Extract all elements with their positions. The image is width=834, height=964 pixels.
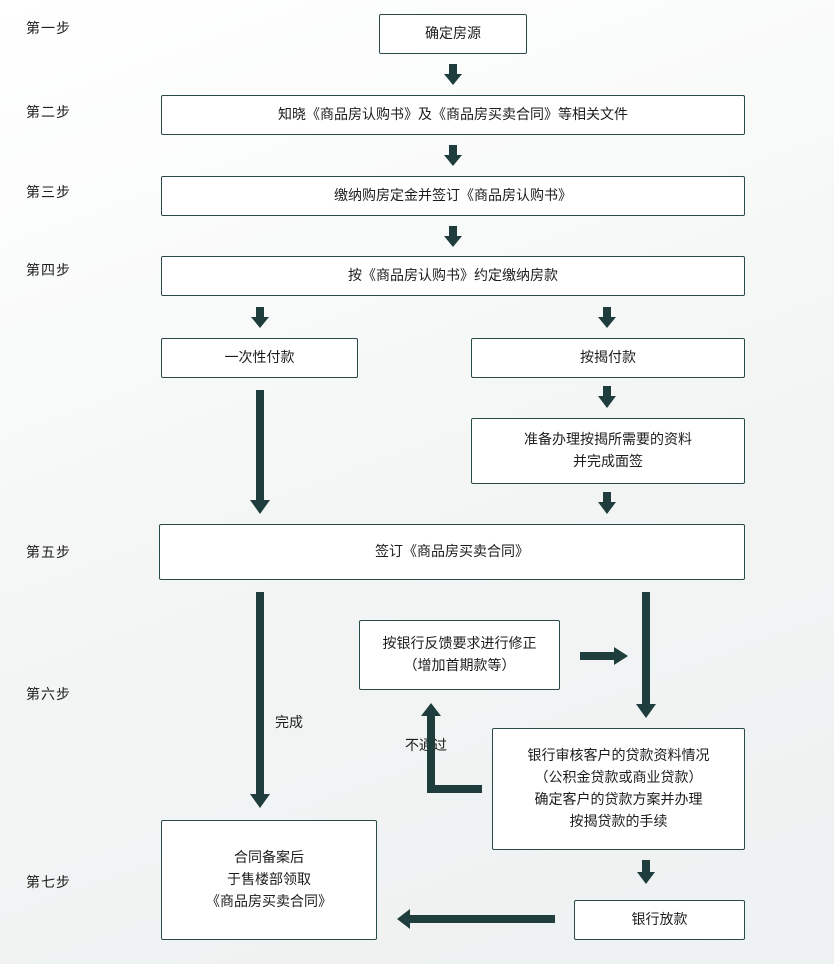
node-confirm-source-text: 确定房源 xyxy=(425,26,481,42)
node-pay-deposit: 缴纳购房定金并签订《商品房认购书》 xyxy=(161,176,745,216)
node-bank-feedback-text: 按银行反馈要求进行修正 （增加首期款等） xyxy=(382,636,537,674)
arrow-step4-to-mortgage xyxy=(598,307,616,328)
arrow-sign-to-review xyxy=(636,592,656,718)
node-sign-contract-text: 签订《商品房买卖合同》 xyxy=(375,544,529,560)
node-bank-loan: 银行放款 xyxy=(574,900,745,940)
step-label-3: 第三步 xyxy=(26,185,71,201)
arrow-prepare-to-sign xyxy=(598,492,616,514)
step-label-7: 第七步 xyxy=(26,875,71,891)
arrow-loan-to-filing xyxy=(397,909,555,929)
node-bank-review: 银行审核客户的贷款资料情况 （公积金贷款或商业贷款） 确定客户的贷款方案并办理 … xyxy=(492,728,745,850)
arrow-lump-sum-to-sign xyxy=(250,390,270,514)
arrow-sign-to-filing xyxy=(250,592,270,808)
node-sign-contract: 签订《商品房买卖合同》 xyxy=(159,524,745,580)
node-lump-sum-text: 一次性付款 xyxy=(224,350,295,366)
step-label-4: 第四步 xyxy=(26,263,71,279)
arrow-step2-to-step3 xyxy=(444,145,462,166)
arrow-feedback-to-review xyxy=(580,647,628,665)
node-mortgage: 按揭付款 xyxy=(471,338,745,378)
node-pay-by-agreement-text: 按《商品房认购书》约定缴纳房款 xyxy=(348,268,558,284)
node-bank-feedback: 按银行反馈要求进行修正 （增加首期款等） xyxy=(359,620,560,690)
node-prepare-materials-text: 准备办理按揭所需要的资料 并完成面签 xyxy=(524,432,692,470)
node-prepare-materials: 准备办理按揭所需要的资料 并完成面签 xyxy=(471,418,745,484)
arrow-step1-to-step2 xyxy=(444,64,462,85)
node-contract-filing: 合同备案后 于售楼部领取 《商品房买卖合同》 xyxy=(161,820,377,940)
node-bank-loan-text: 银行放款 xyxy=(631,912,688,928)
step-label-5: 第五步 xyxy=(26,545,71,561)
node-bank-review-text: 银行审核客户的贷款资料情况 （公积金贷款或商业贷款） 确定客户的贷款方案并办理 … xyxy=(527,748,710,830)
arrow-step3-to-step4 xyxy=(444,226,462,247)
node-pay-deposit-text: 缴纳购房定金并签订《商品房认购书》 xyxy=(334,188,572,204)
node-confirm-source: 确定房源 xyxy=(379,14,527,54)
node-pay-by-agreement: 按《商品房认购书》约定缴纳房款 xyxy=(161,256,745,296)
label-not-passed: 不通过 xyxy=(405,738,447,754)
arrow-review-to-loan xyxy=(637,860,655,884)
node-mortgage-text: 按揭付款 xyxy=(580,350,636,366)
step-label-1: 第一步 xyxy=(26,21,71,37)
arrow-review-to-feedback xyxy=(421,703,482,793)
node-contract-filing-text: 合同备案后 于售楼部领取 《商品房买卖合同》 xyxy=(206,850,332,910)
step-label-6: 第六步 xyxy=(26,687,71,703)
step-label-2: 第二步 xyxy=(26,105,71,121)
node-lump-sum: 一次性付款 xyxy=(161,338,358,378)
arrow-mortgage-to-prepare xyxy=(598,386,616,408)
label-complete: 完成 xyxy=(275,715,303,731)
node-know-documents: 知晓《商品房认购书》及《商品房买卖合同》等相关文件 xyxy=(161,95,745,135)
node-know-documents-text: 知晓《商品房认购书》及《商品房买卖合同》等相关文件 xyxy=(278,107,628,123)
arrow-step4-to-lump-sum xyxy=(251,307,269,328)
